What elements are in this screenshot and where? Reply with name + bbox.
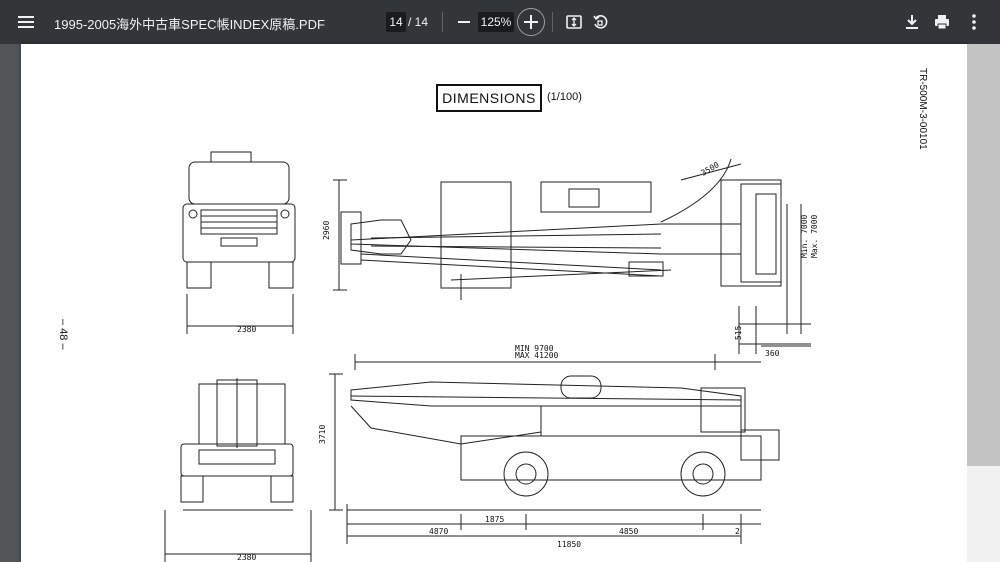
plus-icon [524,15,538,29]
fit-to-page-button[interactable] [562,10,586,34]
height-top-label: 2960 [322,221,331,240]
front-view-top [182,151,296,334]
zoom-level-input[interactable]: 125% [478,12,514,32]
crane-dimensions-drawing: 2380 2380 2960 3710 3500 Min. 7000 Max. … [164,151,819,562]
len-2-label: 2 [735,527,740,536]
toolbar-divider [552,12,553,32]
more-options-button[interactable] [962,10,986,34]
minus-icon [458,21,470,23]
rotate-button[interactable] [588,10,612,34]
page-number-input[interactable]: 14 [386,12,406,32]
height-side-label: 3710 [318,425,327,444]
dimensions-heading: DIMENSIONS [436,84,542,112]
scale-note: (1/100) [547,91,582,103]
document-title: 1995-2005海外中古車SPEC帳INDEX原稿.PDF [54,17,325,32]
fit-page-icon [566,15,582,29]
len-4870-label: 4870 [429,527,448,536]
vertical-scrollbar[interactable] [967,44,1000,562]
min-turn-label: Min. 7000 [800,214,809,258]
front-width-bottom-label: 2380 [237,553,256,562]
pdf-page: DIMENSIONS (1/100) TR-500M-3-00101 – 48 … [21,44,967,562]
dim-360-label: 360 [765,349,780,358]
menu-icon[interactable] [12,8,40,36]
len-1875-label: 1875 [485,515,504,524]
page-number-label: – 48 – [57,319,69,350]
front-view-bottom [164,378,312,562]
dim-515-label: 515 [734,325,743,340]
toolbar-divider [442,12,443,32]
len-4850-label: 4850 [619,527,638,536]
radius-label: 3500 [700,160,721,178]
pdf-toolbar: 1995-2005海外中古車SPEC帳INDEX原稿.PDF 14 / 14 1… [0,0,1000,44]
top-view-crane [333,158,811,354]
side-view-crane [329,354,780,544]
zoom-out-button[interactable] [452,10,476,34]
pdf-viewer-area[interactable]: DIMENSIONS (1/100) TR-500M-3-00101 – 48 … [0,44,1000,562]
download-icon [906,15,918,29]
boom-max-label: MAX 41200 [515,351,559,360]
zoom-in-button[interactable] [517,8,545,36]
document-code: TR-500M-3-00101 [917,68,928,150]
printer-icon [935,15,949,30]
rotate-icon [593,15,608,29]
boom-min-label: MIN 9700 [515,344,554,353]
scrollbar-thumb[interactable] [967,44,1000,466]
print-button[interactable] [930,10,954,34]
max-turn-label: Max. 7000 [810,214,819,258]
download-button[interactable] [900,10,924,34]
front-width-top-label: 2380 [237,325,256,334]
len-11850-label: 11850 [557,540,581,549]
page-total: / 14 [408,15,429,29]
more-vert-icon [972,14,976,30]
